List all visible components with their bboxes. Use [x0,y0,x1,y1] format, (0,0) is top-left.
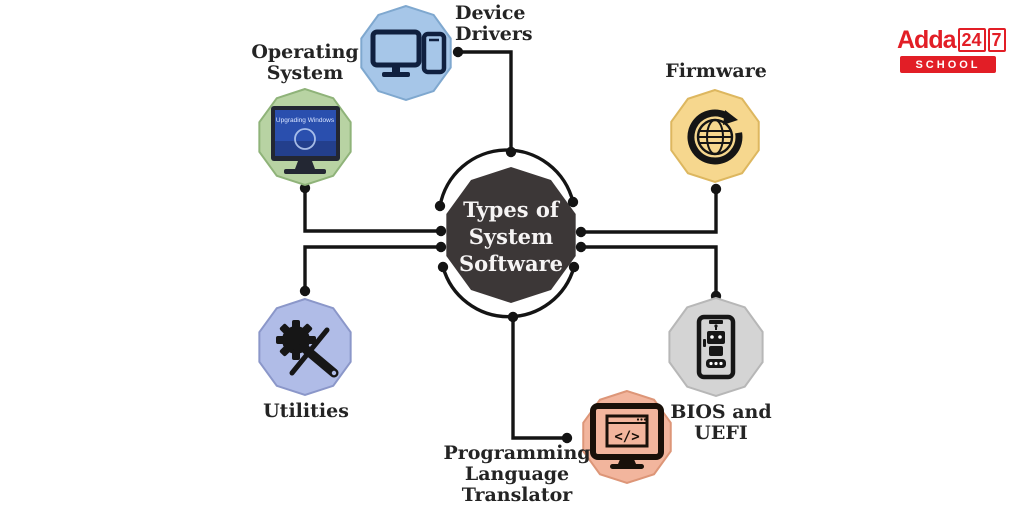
label-device-drivers: Device Drivers [455,2,533,45]
globe-refresh-icon [687,109,743,165]
label-utilities: Utilities [263,400,349,422]
adda247-school-logo: Adda 24 7 SCHOOL [897,27,1007,73]
ring-arc-top [438,148,575,208]
phone-bios-icon [696,314,736,380]
label-operating-system: Operating System [251,41,359,84]
os-update-monitor-icon: Upgrading Windows [271,106,340,174]
connector-firmware [581,189,718,234]
os-screen-text: Upgrading Windows [276,117,335,124]
connector-bios-uefi [581,245,718,296]
connector-prog-lang-translator [511,317,567,440]
logo-school-badge: SCHOOL [900,56,996,73]
monitor-phone-icon [370,29,447,77]
label-prog-lang-translator: Programming Language Translator [443,442,591,506]
code-glyph-text: </> [614,429,639,445]
connector-utilities [303,245,441,291]
junction-dots [299,46,722,444]
connector-operating-system [303,188,441,233]
connector-lines [303,50,718,440]
gear-wrench-icon [276,320,339,378]
label-firmware: Firmware [665,60,767,82]
logo-wordmark: Adda 24 7 [897,27,1007,53]
connector-device-drivers [458,50,513,152]
code-monitor-icon: </> [590,403,664,469]
logo-box-7: 7 [987,28,1006,52]
label-bios-uefi: BIOS and UEFI [670,401,772,444]
diagram-title: Types of System Software [458,197,563,276]
logo-brand-text: Adda [897,26,956,54]
logo-box-24: 24 [957,28,986,52]
